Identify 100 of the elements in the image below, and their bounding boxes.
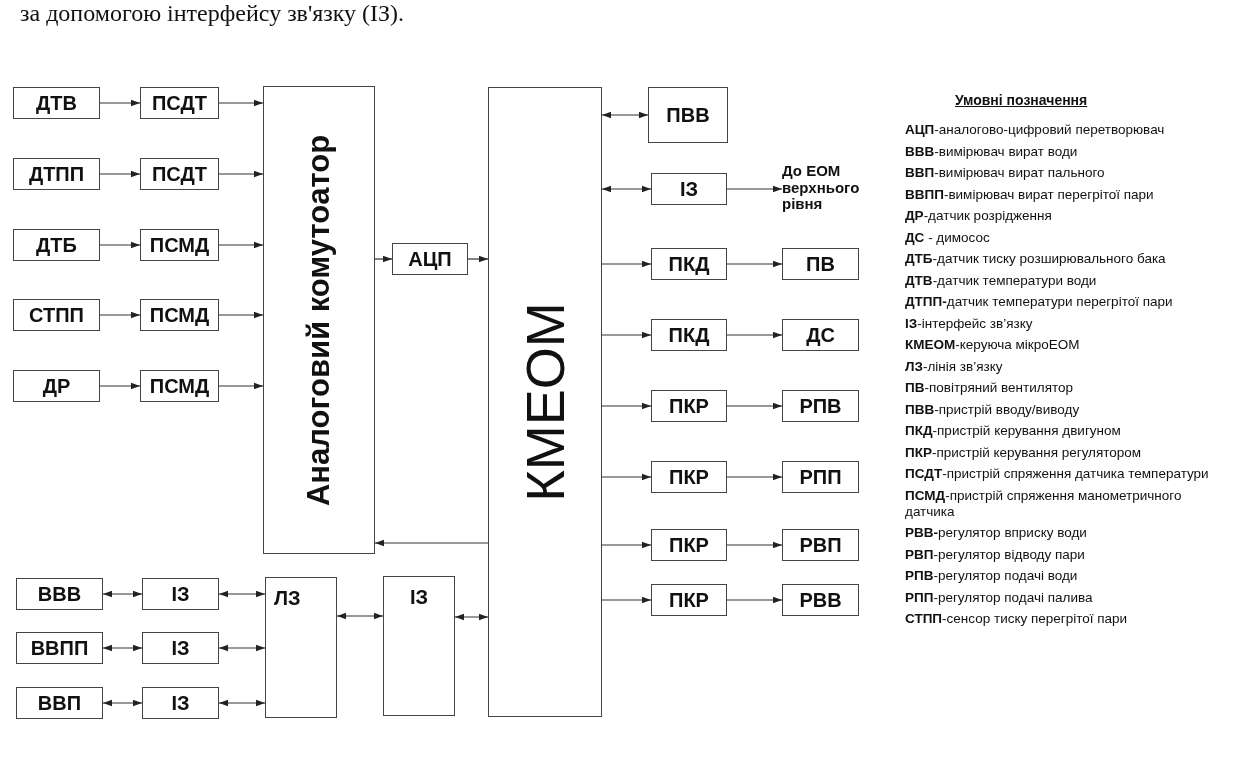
arrow — [601, 473, 652, 481]
block-box — [782, 584, 859, 616]
block-label: ПСМД — [149, 376, 210, 396]
block-box — [140, 370, 219, 402]
block-box — [142, 578, 219, 610]
legend-entry: ПСМД-пристрій спряження манометричного датчика — [905, 487, 1183, 520]
block-label: ДС — [806, 325, 835, 345]
block-label: ПКД — [668, 254, 710, 274]
arrow — [102, 699, 143, 707]
arrow — [601, 111, 649, 119]
block-box — [265, 577, 337, 718]
block-box — [142, 687, 219, 719]
arrow — [102, 590, 143, 598]
arrow — [601, 185, 652, 193]
destination-label: До ЕОМ верхнього рівня — [782, 163, 861, 213]
body-text: за допомогою інтерфейсу зв'язку (ІЗ). — [20, 0, 405, 27]
legend-entry: СТПП-сенсор тиску перегрітої пари — [905, 611, 1129, 627]
block-label: РПВ — [799, 396, 842, 416]
block-box — [782, 319, 859, 351]
block-box — [651, 248, 727, 280]
block-label: ВВП — [37, 693, 82, 713]
block-label: ПКР — [669, 396, 709, 416]
legend-entry: ДТБ-датчик тиску розширювального бака — [905, 251, 1167, 267]
legend-entry: РПВ-регулятор подачі води — [905, 568, 1079, 584]
legend-entry: ПВВ-пристрій вводу/виводу — [905, 401, 1081, 418]
block-box — [782, 529, 859, 561]
legend-entry: РВВ-регулятор вприску води — [905, 525, 1088, 541]
block-box — [13, 370, 100, 402]
legend-entry: РПП-регулятор подачі палива — [905, 589, 1094, 606]
block-box — [16, 687, 103, 719]
block-box — [651, 173, 727, 205]
legend-entry: КМЕОМ-керуюча мікроЕОМ — [905, 337, 1081, 353]
arrow — [218, 382, 264, 390]
arrow — [454, 613, 489, 621]
legend-heading: Умовні позначення — [955, 92, 1088, 108]
arrow — [99, 311, 141, 319]
legend-entry: ПКД-пристрій керування двигуном — [905, 423, 1122, 439]
arrow — [726, 596, 783, 604]
arrow — [601, 331, 652, 339]
arrow — [601, 402, 652, 410]
block-box — [648, 87, 728, 143]
block-label: ПКР — [669, 590, 709, 610]
arrow — [218, 699, 266, 707]
block-label: ПВВ — [666, 105, 710, 125]
arrow — [99, 241, 141, 249]
block-label: ПВ — [806, 254, 835, 274]
arrow — [726, 541, 783, 549]
block-box — [13, 158, 100, 190]
legend-entry: РВП-регулятор відводу пари — [905, 546, 1086, 563]
arrow — [99, 382, 141, 390]
block-label: ВВВ — [37, 584, 82, 604]
legend-entry: ВВВ-вимірювач вират води — [905, 143, 1079, 160]
legend-entry: ПСДТ-пристрій спряження датчика температури — [905, 466, 1210, 482]
block-label: ПСДТ — [152, 164, 207, 184]
block-box — [16, 632, 103, 664]
block-label: СТПП — [29, 305, 84, 325]
arrow — [726, 473, 783, 481]
block-box — [140, 158, 219, 190]
block-label: ПСМД — [149, 305, 210, 325]
legend-entry: ПКР-пристрій керування регулятором — [905, 444, 1143, 461]
block-box — [13, 229, 100, 261]
legend-entry: ДС - димосос — [905, 229, 991, 246]
block-box — [651, 390, 727, 422]
block-box — [13, 299, 100, 331]
arrow — [336, 612, 384, 620]
legend-entry: ВВПП-вимірювач вират перегрітої пари — [905, 186, 1155, 203]
arrow — [218, 311, 264, 319]
legend-entry: ДР-датчик розрідження — [905, 208, 1053, 224]
block-label: ДР — [42, 376, 71, 396]
arrow — [218, 644, 266, 652]
arrow — [601, 596, 652, 604]
block-box — [140, 87, 219, 119]
block-label: ПКР — [669, 467, 709, 487]
legend-entry: ПВ-повітряний вентилятор — [905, 380, 1075, 396]
legend-entry: ЛЗ-лінія зв’язку — [905, 358, 1004, 375]
legend-entry: ДТВ-датчик температури води — [905, 272, 1098, 289]
block-label: ІЗ — [171, 638, 190, 658]
block-label: КМЕОМ — [518, 302, 572, 502]
arrow — [218, 241, 264, 249]
arrow — [99, 99, 141, 107]
arrow — [99, 170, 141, 178]
block-box — [16, 578, 103, 610]
block-label: РПП — [799, 467, 842, 487]
block-box — [782, 461, 859, 493]
arrow — [601, 260, 652, 268]
block-label: РВП — [799, 535, 842, 555]
legend-entry: АЦП-аналогово-цифровий перетворювач — [905, 122, 1166, 138]
legend-entry: ВВП-вимірювач вират пального — [905, 165, 1106, 181]
block-box — [651, 529, 727, 561]
block-box — [782, 390, 859, 422]
block-box — [142, 632, 219, 664]
block-box — [140, 229, 219, 261]
block-label: ВВПП — [30, 638, 89, 658]
block-label: Аналоговий комутоатор — [303, 134, 335, 506]
block-box — [13, 87, 100, 119]
block-box — [651, 584, 727, 616]
arrow — [467, 255, 489, 263]
legend-entry: ДТПП-датчик температури перегрітої пари — [905, 294, 1174, 310]
block-label: ЛЗ — [274, 588, 301, 608]
arrow — [102, 644, 143, 652]
